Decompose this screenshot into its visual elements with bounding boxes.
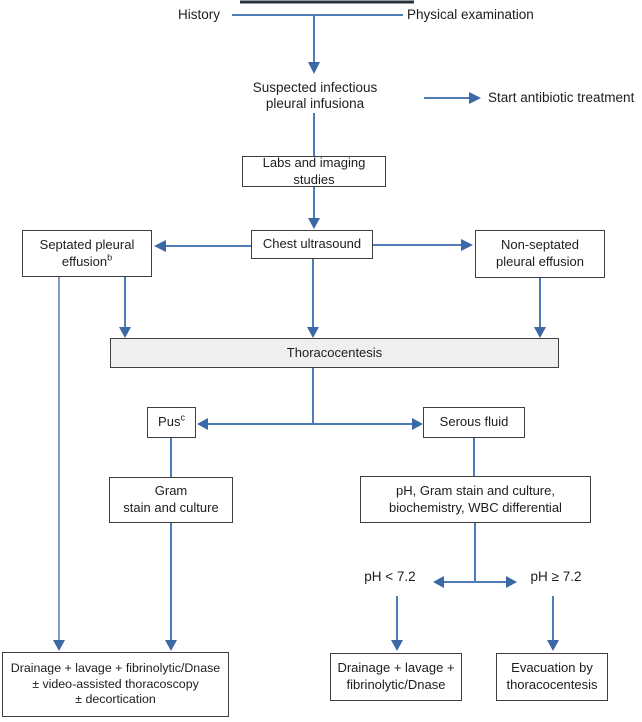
non-septated-line1: Non-septated <box>500 237 580 253</box>
arrow-non-septated-to-thoracocentesis <box>534 278 546 338</box>
footnote-c: c <box>180 412 185 423</box>
drainage-simple-line2: fibrinolytic/Dnase <box>346 677 446 692</box>
evacuation-line1: Evacuation by <box>511 660 593 676</box>
drainage-full-line2: ± video-assisted thoracoscopy <box>32 676 199 691</box>
drainage-full-box: Drainage + lavage + fibrinolytic/Dnase ±… <box>2 652 229 717</box>
arrow-septated-to-thoracocentesis <box>119 277 131 338</box>
arrow-chest-to-thoracocentesis <box>307 259 319 338</box>
arrow-gram-to-drainage-full <box>165 523 177 651</box>
septated-effusion-box: Septated pleural effusionb <box>22 230 152 277</box>
arrows-ph-split <box>433 523 517 588</box>
non-septated-effusion-box: Non-septated pleural effusion <box>475 230 605 278</box>
drainage-simple-line1: Drainage + lavage + <box>337 660 455 676</box>
chest-ultrasound-box: Chest ultrasound <box>251 230 373 259</box>
footnote-b: b <box>107 252 113 263</box>
arrow-septated-to-drainage-full <box>53 277 65 651</box>
labs-imaging-box: Labs and imaging studies <box>242 154 386 187</box>
serous-fluid-box: Serous fluid <box>423 407 525 438</box>
non-septated-line2: pleural effusion <box>496 254 584 269</box>
thoracocentesis-label: Thoracocentesis <box>286 344 383 360</box>
gram-stain-line2: stain and culture <box>123 500 219 515</box>
drainage-full-line1: Drainage + lavage + fibrinolytic/Dnase <box>10 660 221 675</box>
suspected-infusion-line2: pleural infusiona <box>265 96 365 112</box>
physical-examination-label: Physical examination <box>407 7 534 22</box>
pus-label: Pusc <box>158 412 185 430</box>
arrow-chest-to-septated <box>154 240 251 252</box>
gram-stain-line1: Gram <box>154 483 188 499</box>
arrow-chest-to-non-septated <box>373 239 473 251</box>
start-antibiotic-label: Start antibiotic treatment <box>488 90 635 105</box>
suspected-infusion-label: Suspected infectious pleural infusiona <box>245 80 385 113</box>
septated-effusion-line1: Septated pleural <box>39 236 135 252</box>
history-label: History <box>177 7 220 22</box>
pus-box: Pusc <box>147 407 196 438</box>
gram-stain-box: Gram stain and culture <box>109 477 233 523</box>
ph-low-label: pH < 7.2 <box>364 569 416 584</box>
evacuation-line2: thoracocentesis <box>506 677 598 692</box>
septated-effusion-line2: effusionb <box>61 252 113 269</box>
thoracocentesis-box: Thoracocentesis <box>110 338 559 368</box>
serous-fluid-label: Serous fluid <box>439 414 509 430</box>
arrow-to-start-antibiotic <box>424 92 481 104</box>
ph-high-label: pH ≥ 7.2 <box>530 569 582 584</box>
ph-panel-line1: pH, Gram stain and culture, <box>396 482 555 498</box>
ph-panel-box: pH, Gram stain and culture, biochemistry… <box>360 476 591 523</box>
arrows-thoracocentesis-to-pus-and-serous <box>197 368 423 430</box>
arrow-to-suspected <box>308 15 320 74</box>
evacuation-box: Evacuation by thoracocentesis <box>496 653 608 701</box>
suspected-infusion-line1: Suspected infectious <box>252 80 378 95</box>
arrow-phhigh-to-evacuation <box>547 596 559 651</box>
labs-imaging-label: Labs and imaging studies <box>262 154 366 187</box>
drainage-full-line3: ± decortication <box>75 692 156 707</box>
drainage-simple-box: Drainage + lavage + fibrinolytic/Dnase <box>330 653 462 701</box>
ph-panel-line2: biochemistry, WBC differential <box>389 499 562 515</box>
chest-ultrasound-label: Chest ultrasound <box>262 236 362 252</box>
arrow-phlow-to-drainage-simple <box>391 596 403 651</box>
